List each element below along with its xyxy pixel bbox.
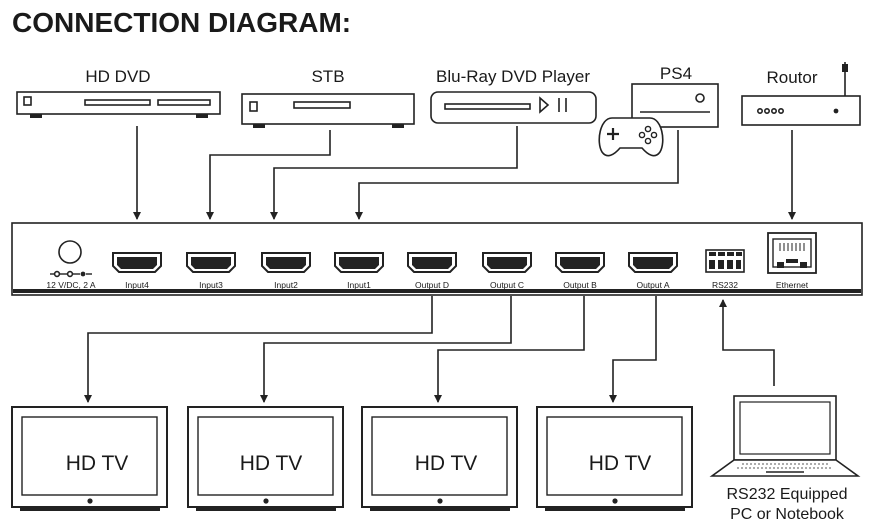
port-label-ethernet: Ethernet [776,280,809,290]
port-label-output-a: Output A [636,280,669,290]
hdmi-port-input1[interactable] [334,252,384,273]
port-label-input3: Input3 [199,280,223,290]
hd-tv-2 [187,406,344,511]
hd-tv-3-label: HD TV [415,452,478,475]
power-jack-icon [50,240,92,278]
pc-label-line2: PC or Notebook [730,506,845,523]
output-wires [84,296,775,403]
bluray-to-input2-wire [270,126,518,220]
power-spec-label: 12 V/DC, 2 A [46,280,95,290]
hd-tv-1 [11,406,168,511]
rs232-port[interactable] [705,249,745,273]
output-d-to-tv1-wire [84,296,433,403]
port-label-input2: Input2 [274,280,298,290]
hd-tv-4-label: HD TV [589,452,652,475]
hd-dvd-player-icon [16,91,221,118]
hdmi-port-output-d[interactable] [407,252,457,273]
hdmi-port-input2[interactable] [261,252,311,273]
hd-dvd-label: HD DVD [85,67,150,86]
input-wires [133,126,796,220]
router-label: Routor [766,68,817,87]
hdmi-port-output-c[interactable] [482,252,532,273]
stb-to-input3-wire [206,130,331,220]
pc-to-rs232-wire [719,299,775,386]
output-c-to-tv2-wire [260,296,512,403]
ps4-to-input1-wire [355,130,679,220]
ethernet-port[interactable] [767,232,817,274]
hd-tv-3 [361,406,518,511]
port-label-input1: Input1 [347,280,371,290]
laptop-icon [709,395,861,477]
hdmi-port-output-b[interactable] [555,252,605,273]
hdmi-port-input4[interactable] [112,252,162,273]
hd-tv-4 [536,406,693,511]
ps4-label: PS4 [660,64,692,83]
port-label-output-c: Output C [490,280,524,290]
port-label-input4: Input4 [125,280,149,290]
stb-label: STB [311,67,344,86]
port-label-output-b: Output B [563,280,597,290]
hd-tv-1-label: HD TV [66,452,129,475]
hdmi-port-input3[interactable] [186,252,236,273]
output-a-to-tv4-wire [609,296,657,403]
game-controller-icon [598,117,664,157]
hd-tv-2-label: HD TV [240,452,303,475]
port-label-rs232: RS232 [712,280,738,290]
router-icon [741,62,861,126]
port-label-output-d: Output D [415,280,449,290]
diagram-title: CONNECTION DIAGRAM: [12,7,351,38]
hdmi-port-output-a[interactable] [628,252,678,273]
stb-icon [241,93,415,128]
output-b-to-tv3-wire [434,296,585,403]
bluray-player-icon [430,91,597,124]
ps4-console-icon [631,83,719,128]
bluray-label: Blu-Ray DVD Player [436,67,590,86]
pc-label-line1: RS232 Equipped [727,486,848,503]
